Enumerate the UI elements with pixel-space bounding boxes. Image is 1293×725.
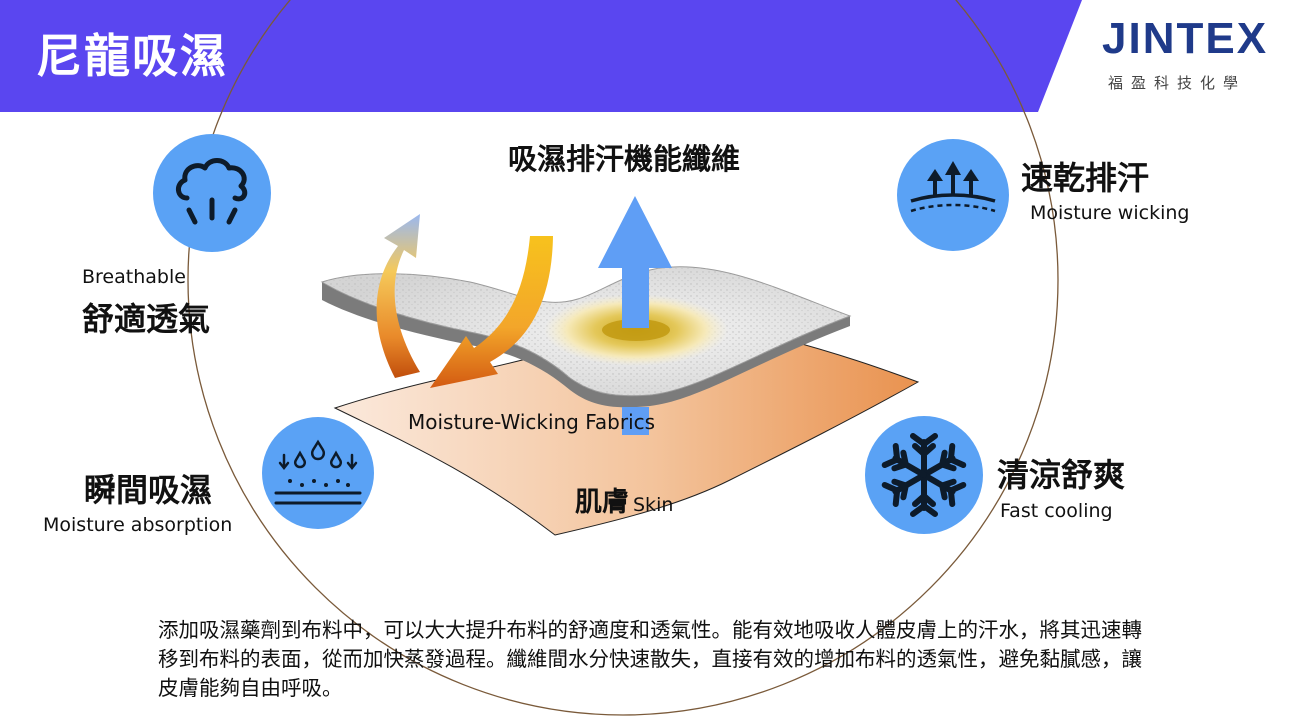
fabric-edge (322, 282, 850, 408)
evaporation-arrows-icon (910, 161, 996, 213)
breathable-cn: 舒適透氣 (82, 300, 211, 338)
snowflake-icon (865, 433, 983, 534)
breathable-en: Breathable (82, 266, 186, 288)
fast-cooling-cn: 清涼舒爽 (997, 456, 1126, 494)
company-logo-subtitle: 福盈科技化學 (1108, 74, 1247, 92)
yellow-curved-arrow (430, 236, 553, 388)
moisture-wicking-cn: 速乾排汗 (1021, 159, 1150, 197)
breathable-badge (153, 134, 271, 252)
skin-label-cn: 肌膚 (575, 487, 629, 518)
left-curved-arrow (376, 214, 420, 378)
moisture-wicking-badge (897, 139, 1009, 251)
description-text: 添加吸濕藥劑到布料中，可以大大提升布料的舒適度和透氣性。能有效地吸收人體皮膚上的… (158, 618, 1142, 700)
moisture-absorption-badge (262, 417, 374, 529)
fast-cooling-badge (865, 416, 983, 534)
center-title: 吸濕排汗機能纖維 (508, 142, 741, 176)
cloud-rain-icon (176, 158, 248, 225)
skin-label-en: Skin (633, 494, 674, 516)
water-drops-icon (274, 439, 362, 505)
fabric-label: Moisture-Wicking Fabrics (408, 410, 656, 434)
blue-up-arrow (598, 196, 672, 328)
moisture-absorption-en: Moisture absorption (43, 514, 233, 536)
blue-arrow-stem (622, 407, 649, 435)
page-title: 尼龍吸濕 (36, 29, 228, 83)
fast-cooling-en: Fast cooling (1000, 500, 1113, 522)
company-logo: JINTEX (1102, 14, 1269, 63)
moisture-wicking-en: Moisture wicking (1030, 202, 1190, 224)
moisture-absorption-cn: 瞬間吸濕 (84, 471, 213, 509)
outline-circle (187, 0, 1059, 716)
